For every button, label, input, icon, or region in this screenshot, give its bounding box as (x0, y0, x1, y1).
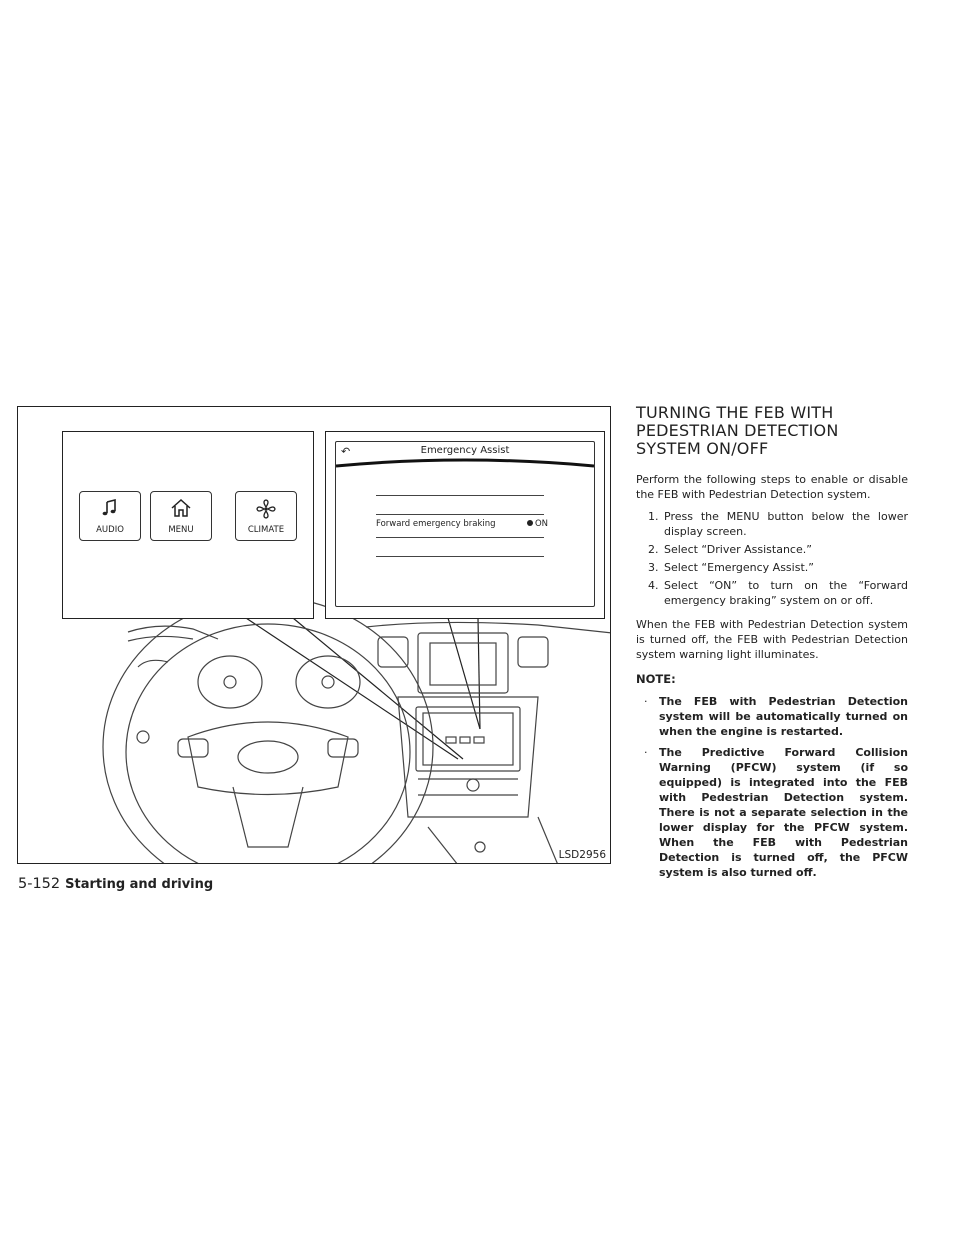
home-icon (171, 499, 191, 517)
menu-separator (376, 537, 544, 538)
climate-button-label: CLIMATE (247, 525, 285, 535)
header-arc (336, 458, 594, 468)
bullet-icon: · (644, 695, 648, 708)
step-number: 4. (648, 579, 659, 592)
music-note-icon (102, 499, 116, 516)
step-text: Press the MENU button below the lower di… (664, 510, 908, 538)
section-title-line: TURNING THE FEB WITH (636, 403, 834, 422)
menu-separator (376, 495, 544, 496)
step-item: 1. Press the MENU button below the lower … (636, 509, 908, 539)
note-text: The FEB with Pedestrian Detection system… (659, 695, 908, 738)
fan-icon (256, 499, 276, 519)
section-title: TURNING THE FEB WITH PEDESTRIAN DETECTIO… (636, 404, 908, 458)
section-title-line: PEDESTRIAN DETECTION (636, 421, 839, 440)
page-number: 5-152 (18, 876, 61, 892)
step-text: Select “Driver Assistance.” (664, 543, 812, 556)
menu-button-label: MENU (168, 525, 194, 535)
step-number: 2. (648, 543, 659, 556)
step-item: 2. Select “Driver Assistance.” (636, 542, 908, 557)
audio-button: AUDIO (79, 491, 141, 541)
feb-option-state: ON (526, 519, 548, 529)
step-item: 4. Select “ON” to turn on the “Forward em… (636, 578, 908, 608)
menu-button: MENU (150, 491, 212, 541)
step-item: 3. Select “Emergency Assist.” (636, 560, 908, 575)
menu-separator (376, 556, 544, 557)
indicator-dot-icon (526, 520, 533, 526)
screen-title: Emergency Assist (420, 445, 510, 456)
status-paragraph: When the FEB with Pedestrian Detection s… (636, 618, 908, 661)
figure-code: LSD2956 (558, 849, 606, 861)
bullet-icon: · (644, 746, 648, 759)
page-footer: 5-152 Starting and driving (18, 876, 213, 892)
section-name: Starting and driving (65, 877, 214, 892)
note-item: · The FEB with Pedestrian Detection syste… (636, 694, 908, 739)
dashboard-drawing (102, 596, 610, 863)
menu-separator (376, 514, 544, 515)
step-number: 3. (648, 561, 659, 574)
climate-button: CLIMATE (235, 491, 297, 541)
emergency-assist-screen: ↶ Emergency Assist Forward emergency bra… (335, 441, 595, 607)
buttons-callout-panel: AUDIO MENU CLIMATE (62, 431, 314, 619)
steps-list: 1. Press the MENU button below the lower … (636, 509, 908, 608)
note-item: · The Predictive Forward Collision Warnin… (636, 745, 908, 880)
step-text: Select “Emergency Assist.” (664, 561, 814, 574)
notes-list: · The FEB with Pedestrian Detection syste… (636, 694, 908, 880)
note-text: The Predictive Forward Collision Warning… (659, 746, 908, 879)
feb-option-label: Forward emergency braking (376, 519, 496, 529)
feb-option-row: Forward emergency braking ON (376, 519, 548, 529)
illustration-figure: AUDIO MENU CLIMATE ↶ Emergency Assist (17, 406, 611, 864)
audio-button-label: AUDIO (96, 525, 124, 535)
step-text: Select “ON” to turn on the “Forward emer… (664, 579, 908, 607)
back-arrow-icon: ↶ (341, 445, 351, 458)
feb-option-state-text: ON (534, 519, 548, 529)
text-column: TURNING THE FEB WITH PEDESTRIAN DETECTIO… (636, 404, 908, 886)
note-heading: NOTE: (636, 672, 676, 686)
intro-paragraph: Perform the following steps to enable or… (636, 473, 908, 501)
screen-callout-panel: ↶ Emergency Assist Forward emergency bra… (325, 431, 605, 619)
step-number: 1. (648, 510, 659, 523)
section-title-line: SYSTEM ON/OFF (636, 439, 769, 458)
